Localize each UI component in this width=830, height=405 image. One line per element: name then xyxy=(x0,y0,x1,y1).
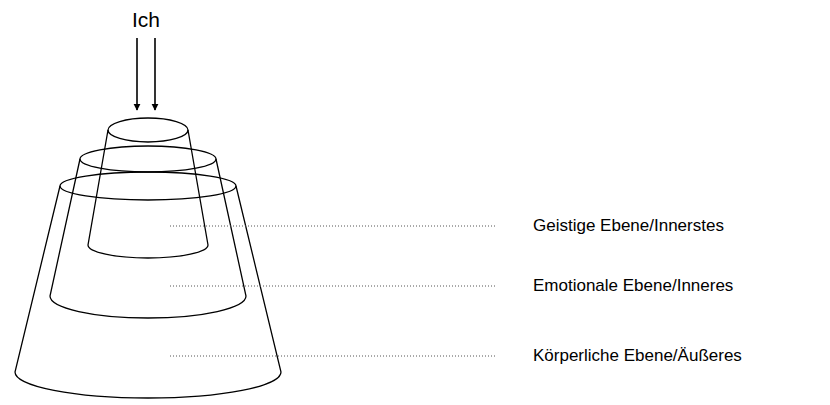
down-arrow xyxy=(154,38,156,110)
inner-top xyxy=(108,118,188,142)
middle-top xyxy=(80,146,216,172)
outer-top xyxy=(60,172,236,200)
inner-body xyxy=(88,130,208,258)
self-label: Ich xyxy=(132,7,160,32)
outer-body xyxy=(15,186,281,398)
leader-line xyxy=(170,226,497,227)
level-label: Geistige Ebene/Innerstes xyxy=(533,216,724,236)
level-label: Körperliche Ebene/Äußeres xyxy=(533,346,742,366)
leader-line xyxy=(170,286,497,287)
leader-line xyxy=(170,356,497,357)
level-label: Emotionale Ebene/Inneres xyxy=(533,276,733,296)
down-arrow xyxy=(136,38,138,110)
middle-body xyxy=(50,159,246,318)
